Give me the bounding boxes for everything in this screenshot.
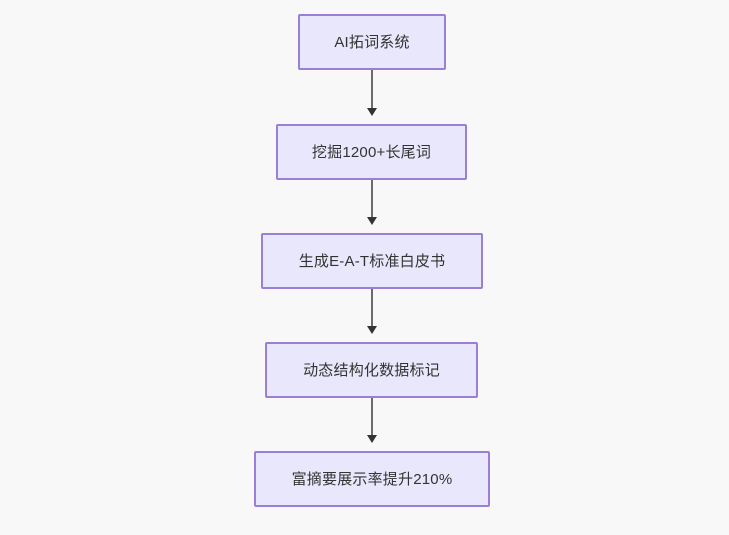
arrowhead-down-icon — [367, 326, 377, 334]
arrowhead-down-icon — [367, 217, 377, 225]
flow-edge-connector — [371, 180, 373, 218]
flow-node-generate-eat-whitepaper[interactable]: 生成E-A-T标准白皮书 — [261, 233, 483, 289]
flow-node-mine-longtail-keywords[interactable]: 挖掘1200+长尾词 — [276, 124, 467, 180]
arrowhead-down-icon — [367, 435, 377, 443]
flow-node-dynamic-structured-data-markup[interactable]: 动态结构化数据标记 — [265, 342, 478, 398]
flow-edge-connector — [371, 398, 373, 436]
flow-node-ai-keyword-system[interactable]: AI拓词系统 — [298, 14, 446, 70]
flow-edge-connector — [371, 289, 373, 327]
flow-node-label: 动态结构化数据标记 — [303, 361, 440, 379]
flow-node-label: 生成E-A-T标准白皮书 — [298, 252, 446, 270]
flow-edge-connector — [371, 70, 373, 109]
arrowhead-down-icon — [367, 108, 377, 116]
flow-node-label: 挖掘1200+长尾词 — [311, 143, 432, 161]
flow-node-label: 富摘要展示率提升210% — [291, 470, 453, 488]
flow-node-rich-snippet-impression-lift[interactable]: 富摘要展示率提升210% — [254, 451, 490, 507]
flow-node-label: AI拓词系统 — [334, 33, 410, 51]
